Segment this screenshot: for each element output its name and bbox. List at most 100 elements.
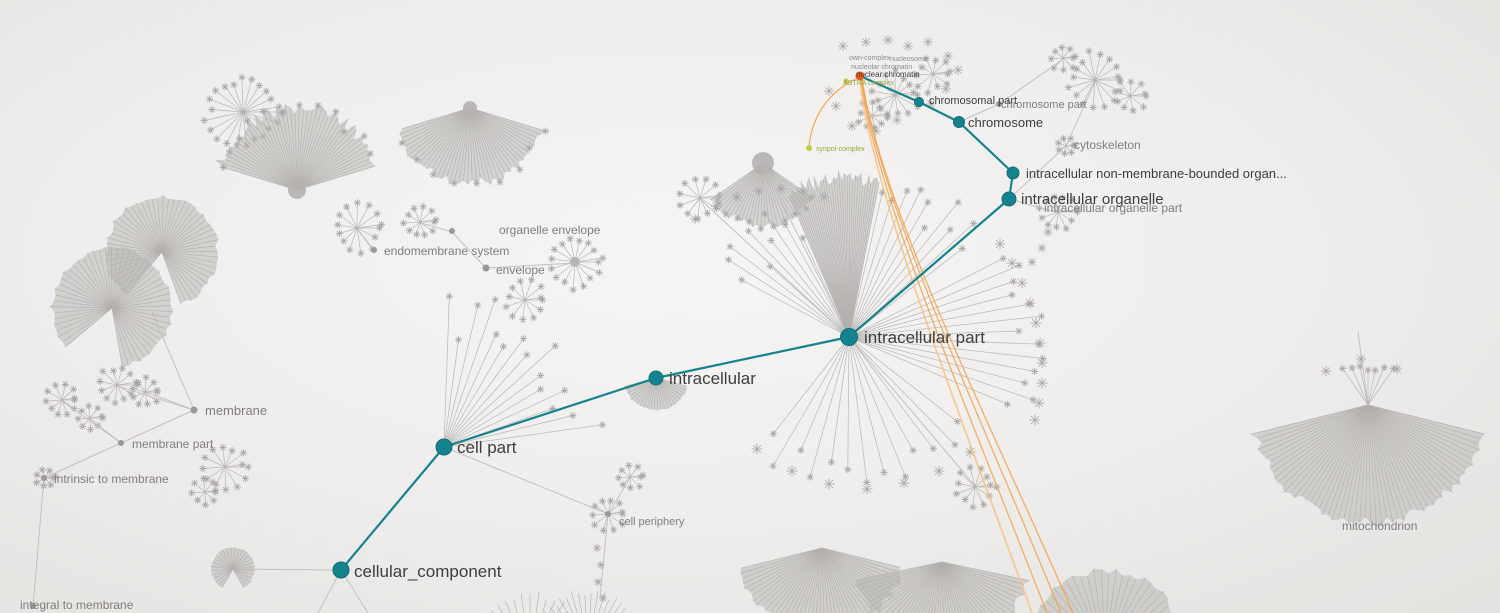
- label-envelope[interactable]: envelope: [496, 263, 545, 277]
- cluster-spoke: [856, 561, 943, 581]
- label-intracellular[interactable]: intracellular: [669, 369, 756, 388]
- cluster-spoke: [570, 590, 578, 613]
- node-integral-node[interactable]: [30, 603, 36, 609]
- cluster-spoke: [1060, 585, 1080, 613]
- leaf-star-icon: [127, 371, 133, 377]
- label-intracellular-organelle-part[interactable]: intracellular organelle part: [1044, 201, 1183, 215]
- cluster-spoke: [813, 189, 850, 338]
- label-intracellular-organelle[interactable]: intracellular organelle: [1021, 191, 1164, 208]
- cluster-spoke: [958, 483, 976, 488]
- node-intracellular[interactable]: [648, 370, 664, 386]
- cluster-spoke: [524, 279, 532, 301]
- leaf-star-icon: [1060, 67, 1067, 73]
- cluster-spoke: [161, 203, 192, 253]
- leaf-star-icon: [952, 442, 958, 448]
- cluster-spoke: [1367, 404, 1443, 490]
- node-membrane-part-node[interactable]: [118, 440, 124, 446]
- cluster-spoke: [469, 107, 537, 138]
- label-cellular-component[interactable]: cellular_component: [354, 562, 502, 581]
- leaf-star-icon: [1111, 97, 1117, 104]
- node-cell-part[interactable]: [435, 438, 453, 456]
- cluster-spoke: [795, 547, 823, 613]
- cluster-spoke: [232, 568, 245, 588]
- cluster-spoke: [337, 224, 358, 229]
- label-chromosome-part[interactable]: chromosome part: [1001, 99, 1087, 111]
- cluster-spoke: [61, 399, 75, 409]
- leaf-star-icon: [315, 102, 321, 109]
- cluster-spoke: [1367, 367, 1385, 406]
- label-nucleosome[interactable]: nucleosome: [890, 56, 928, 63]
- highlight-path-edge: [958, 121, 1014, 174]
- node-chromosome[interactable]: [953, 116, 965, 128]
- label-integral-to-membrane[interactable]: integral to membrane: [20, 598, 134, 612]
- cluster-spoke: [784, 224, 850, 338]
- cluster-spoke: [1057, 208, 1078, 213]
- label-intracellular-part[interactable]: intracellular part: [864, 328, 985, 347]
- cluster-spoke: [111, 232, 163, 253]
- node-intracellular-nmb-organelle[interactable]: [1006, 166, 1020, 180]
- leaf-star-icon: [599, 421, 606, 428]
- node-cell-periphery-node[interactable]: [605, 511, 611, 517]
- node-intracellular-organelle[interactable]: [1001, 191, 1017, 207]
- label-membrane-part[interactable]: membrane part: [132, 437, 214, 451]
- label-own-complex[interactable]: own-complex: [849, 55, 891, 62]
- leaf-star-icon: [1028, 258, 1036, 266]
- cluster-spoke: [764, 213, 850, 338]
- node-astra[interactable]: [843, 78, 849, 84]
- label-mitochondrion[interactable]: mitochondrion: [1342, 519, 1417, 533]
- cluster-spoke: [469, 107, 506, 172]
- node-endomembrane-node[interactable]: [371, 247, 377, 253]
- leaf-star-icon: [882, 72, 888, 78]
- cluster-spoke: [418, 107, 471, 164]
- cluster-spoke: [831, 336, 850, 463]
- leaf-star-icon: [528, 276, 535, 283]
- node-chromosome-part-node[interactable]: [996, 101, 1002, 107]
- leaf-star-icon: [103, 395, 110, 401]
- cluster-spoke: [1331, 404, 1369, 521]
- node-intracellular-part[interactable]: [840, 328, 858, 346]
- label-nucleolar-chromatin[interactable]: nucleolar chromatin: [851, 64, 912, 71]
- label-cell-periphery[interactable]: cell periphery: [619, 516, 685, 528]
- leaf-star-icon: [570, 412, 576, 419]
- cluster-spoke: [262, 120, 298, 191]
- cluster-spoke: [469, 107, 521, 170]
- leaf-star-icon: [85, 403, 92, 409]
- label-intracellular-nmb-organelle[interactable]: intracellular non-membrane-bounded organ…: [1026, 166, 1287, 181]
- label-cell-part[interactable]: cell part: [457, 438, 517, 457]
- leaf-star-icon: [987, 482, 994, 488]
- cluster-spoke: [1041, 211, 1059, 219]
- node-membrane-node[interactable]: [190, 406, 198, 414]
- cluster-spoke: [469, 107, 501, 183]
- label-endomembrane-system[interactable]: endomembrane system: [384, 244, 509, 258]
- leaf-star-icon: [561, 387, 568, 394]
- cluster-spoke: [98, 249, 113, 309]
- node-cellular-component[interactable]: [332, 561, 350, 579]
- label-membrane[interactable]: membrane: [205, 403, 267, 418]
- node-organelle-envelope-node[interactable]: [449, 228, 455, 234]
- cluster-spoke: [795, 192, 850, 338]
- cluster-spoke: [1149, 597, 1168, 613]
- leaf-star-icon: [943, 59, 949, 65]
- node-chromatin[interactable]: [855, 71, 865, 81]
- cluster-spoke: [61, 399, 68, 415]
- node-intrinsic-node[interactable]: [41, 475, 47, 481]
- node-synpol[interactable]: [806, 145, 812, 151]
- leaf-star-icon: [48, 405, 55, 412]
- label-synpol-complex[interactable]: synpol-complex: [816, 146, 865, 153]
- label-chromosome[interactable]: chromosome: [968, 115, 1043, 130]
- cluster-spoke: [111, 256, 141, 309]
- label-organelle-envelope[interactable]: organelle envelope: [499, 223, 601, 237]
- label-nuclear-chromatin[interactable]: nuclear chromatin: [856, 70, 920, 79]
- cluster-spoke: [469, 107, 546, 132]
- label-chromosomal-part[interactable]: chromosomal part: [929, 95, 1017, 107]
- label-astra-complex[interactable]: ASTRA complex: [843, 80, 894, 87]
- leaf-star-icon: [864, 479, 870, 486]
- node-chromosomal-part[interactable]: [914, 97, 924, 107]
- leaf-star-icon: [1039, 215, 1045, 221]
- cluster-spoke: [1367, 404, 1461, 478]
- node-envelope-node[interactable]: [482, 264, 490, 272]
- label-intrinsic-to-membrane[interactable]: intrinsic to membrane: [54, 472, 169, 486]
- leaf-star-icon: [746, 218, 752, 225]
- label-cytoskeleton[interactable]: cytoskeleton: [1074, 138, 1141, 152]
- leaf-star-icon: [222, 83, 228, 90]
